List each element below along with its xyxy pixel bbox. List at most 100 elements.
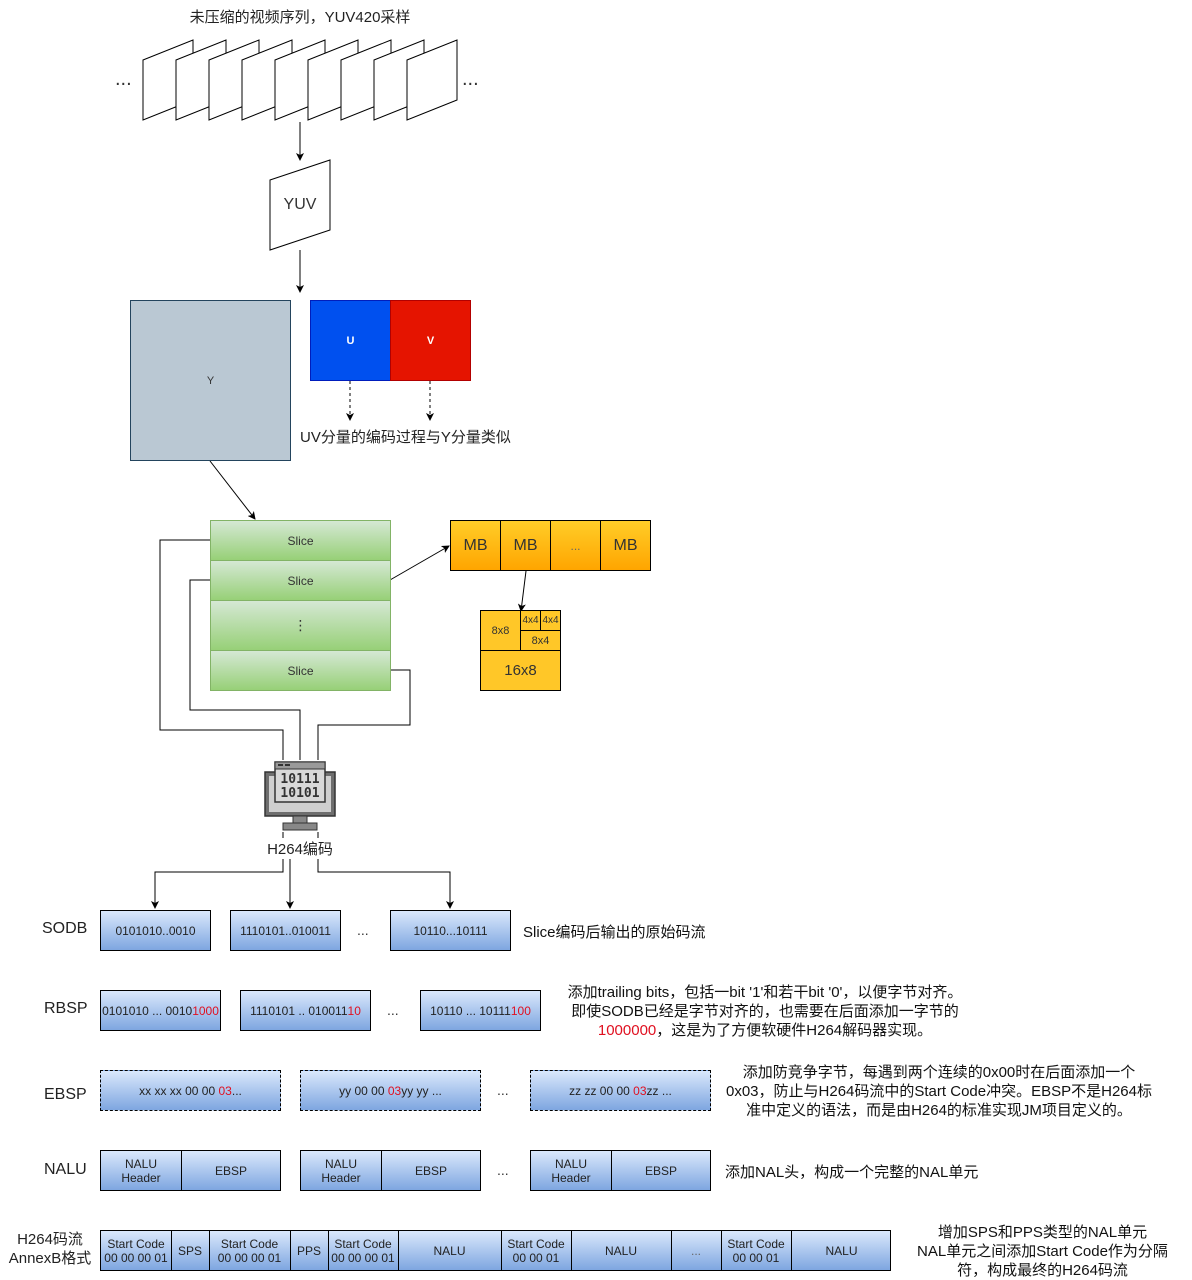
sodb-label: SODB <box>42 920 88 937</box>
ebsp-bytes: yy 00 00 <box>339 1083 385 1098</box>
partition-16x8: 16x8 <box>480 650 561 691</box>
rbsp-bits: 10110 ... 10111 <box>430 1003 511 1018</box>
ellipsis-left: ... <box>115 68 132 90</box>
macroblock[interactable]: MB <box>600 520 651 571</box>
macroblock-row: MB MB ... MB <box>450 520 651 571</box>
y-plane[interactable]: Y <box>130 300 291 461</box>
annexb-pps[interactable]: PPS <box>290 1231 329 1270</box>
nalu-payload: EBSP <box>214 1163 247 1178</box>
annexb-ellipsis: ... <box>671 1231 722 1270</box>
ebsp-emulation-byte: 03 <box>633 1083 647 1098</box>
partition-4x4: 4x4 <box>520 610 541 631</box>
nalu-note: 添加NAL头，构成一个完整的NAL单元 <box>725 1164 979 1181</box>
ebsp-ellipsis: ... <box>497 1082 509 1098</box>
arrow-y-to-slices <box>209 460 256 520</box>
ebsp-bytes: zz zz 00 00 <box>569 1083 630 1098</box>
ebsp-bytes: xx xx xx 00 00 <box>139 1083 216 1098</box>
annexb-note-line: NAL单元之间添加Start Code作为分隔 <box>917 1243 1168 1260</box>
partition-8x4: 8x4 <box>520 630 561 651</box>
sodb-note: Slice编码后输出的原始码流 <box>523 924 706 941</box>
ebsp-emulation-byte: 03 <box>387 1083 402 1098</box>
ebsp-note: 添加防竞争字节，每遇到两个连续的0x00时在后面添加一个 0x03，防止与H26… <box>708 1063 1170 1120</box>
slice-stack: Slice Slice ⋮ Slice <box>210 520 391 691</box>
sodb-box[interactable]: 1110101..010011 <box>230 910 341 951</box>
uv-note: UV分量的编码过程与Y分量类似 <box>300 429 511 446</box>
ebsp-note-line: 准中定义的语法，而是由H264的标准实现JM项目定义的。 <box>746 1102 1132 1119</box>
encoder-label: H264编码 <box>258 838 342 859</box>
nalu-header-line: NALU <box>554 1156 587 1171</box>
ebsp-note-line: 0x03，防止与H264码流中的Start Code冲突。EBSP不是H264标 <box>726 1083 1152 1100</box>
nalu-header-line: Header <box>551 1170 591 1185</box>
u-plane[interactable]: U <box>310 300 391 381</box>
nalu-header-line: Header <box>121 1170 161 1185</box>
v-plane[interactable]: V <box>390 300 471 381</box>
rbsp-trailing-bits: 100 <box>510 1003 531 1018</box>
arrow-mb-to-partitions <box>517 570 527 612</box>
rbsp-bits: 1110101 .. 010011 <box>250 1003 348 1018</box>
ebsp-box[interactable]: yy 00 00 03 yy yy ... <box>300 1070 481 1111</box>
slice-item[interactable]: Slice <box>210 650 391 691</box>
macroblock[interactable]: MB <box>500 520 551 571</box>
annexb-note-line: 符，构成最终的H264码流 <box>957 1262 1128 1279</box>
frame <box>406 39 458 121</box>
sodb-box[interactable]: 10110...10111 <box>390 910 511 951</box>
rbsp-note: 添加trailing bits，包括一bit '1'和若干bit '0'，以便字… <box>545 983 985 1040</box>
yuv-label: YUV <box>283 196 317 213</box>
partition-4x4: 4x4 <box>540 610 561 631</box>
ebsp-bytes: ... <box>231 1083 242 1098</box>
slice-item[interactable]: Slice <box>210 560 391 601</box>
ebsp-box[interactable]: zz zz 00 00 03 zz ... <box>530 1070 711 1111</box>
u-plane-label: U <box>346 334 355 347</box>
annexb-label: H264码流 AnnexB格式 <box>2 1230 98 1268</box>
frame-stack <box>142 39 458 121</box>
rbsp-note-line: 即使SODB已经是字节对齐的，也需要在后面添加一字节的 <box>571 1003 959 1020</box>
ebsp-box[interactable]: xx xx xx 00 00 03 ... <box>100 1070 281 1111</box>
nalu-header-line: NALU <box>324 1156 357 1171</box>
sequence-title: 未压缩的视频序列，YUV420采样 <box>189 9 411 26</box>
sodb-box[interactable]: 0101010..0010 <box>100 910 211 951</box>
ebsp-bytes: zz ... <box>646 1083 672 1098</box>
annexb-nalu[interactable]: NALU <box>825 1243 858 1258</box>
rbsp-note-line: ，这是为了方便软硬件H264解码器实现。 <box>656 1022 933 1039</box>
slice-item[interactable]: Slice <box>210 520 391 561</box>
annexb-nalu[interactable]: NALU <box>398 1231 502 1270</box>
macroblock[interactable]: MB <box>450 520 501 571</box>
nalu-ellipsis: ... <box>497 1162 509 1178</box>
encoder-icon-bits-1: 10111 <box>280 772 319 787</box>
rbsp-trailing-bits: 10 <box>347 1003 361 1018</box>
nalu-payload: EBSP <box>414 1163 447 1178</box>
ebsp-bytes: yy yy ... <box>401 1083 442 1098</box>
rbsp-note-red: 1000000 <box>597 1022 657 1039</box>
annexb-sps[interactable]: SPS <box>171 1231 210 1270</box>
yuv-shape <box>269 159 331 251</box>
annexb-label-line: H264码流 <box>17 1231 83 1248</box>
ebsp-note-line: 添加防竞争字节，每遇到两个连续的0x00时在后面添加一个 <box>742 1064 1136 1081</box>
macroblock-ellipsis: ... <box>550 520 601 571</box>
annexb-nalu[interactable]: NALU <box>571 1231 672 1270</box>
mb-partitions: 8x8 4x4 4x4 8x4 16x8 <box>480 610 561 691</box>
slice-ellipsis: ⋮ <box>210 600 391 651</box>
ebsp-emulation-byte: 03 <box>218 1083 232 1098</box>
ebsp-label: EBSP <box>44 1086 87 1103</box>
y-plane-label: Y <box>206 374 215 387</box>
ellipsis-right: ... <box>462 68 479 90</box>
nalu-payload: EBSP <box>644 1163 677 1178</box>
arrow-slice-to-mb <box>389 545 450 581</box>
encoder-icon: 10111 10101 <box>263 760 337 832</box>
